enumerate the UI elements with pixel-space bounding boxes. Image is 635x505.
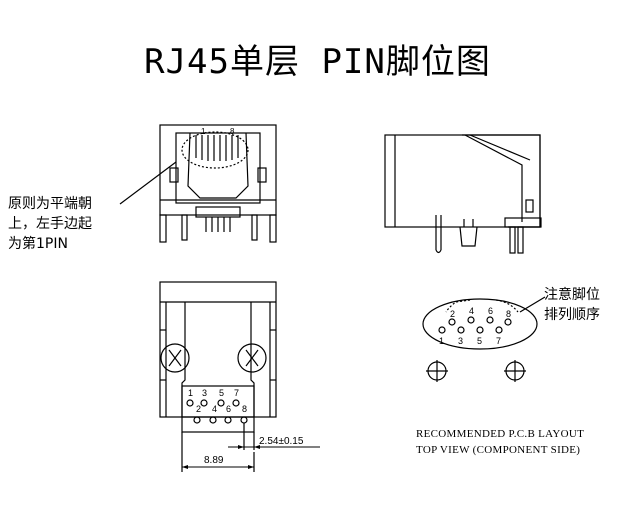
side-view <box>384 134 542 254</box>
bv-top-1: 1 <box>188 388 193 398</box>
pcb-bottom-3: 3 <box>458 336 463 346</box>
pin1-rule-note: 原则为平端朝 上，左手边起 为第1PIN <box>8 196 92 252</box>
pin-order-note: 注意脚位 排列顺序 <box>544 287 600 323</box>
front-pin8-label: 8 <box>230 127 235 136</box>
bv-top-5: 5 <box>219 388 224 398</box>
dim-width-label: 8.89 <box>204 455 224 466</box>
pcb-top-6: 6 <box>488 306 493 316</box>
pcb-layout: 2 4 6 8 1 3 5 7 <box>422 296 546 382</box>
pcb-top-2: 2 <box>450 309 455 319</box>
pcb-top-8: 8 <box>506 309 511 319</box>
bv-top-3: 3 <box>202 388 207 398</box>
bv-top-7: 7 <box>234 388 239 398</box>
pcb-caption: RECOMMENDED P.C.B LAYOUT TOP VIEW (COMPO… <box>416 428 585 456</box>
pcb-bottom-1: 1 <box>439 336 444 346</box>
bottom-view: 1 3 5 7 2 4 6 8 2.54±0.15 8.89 <box>159 281 320 472</box>
bv-bottom-2: 2 <box>196 404 201 414</box>
pcb-bottom-7: 7 <box>496 336 501 346</box>
front-view: 1 8 <box>119 124 277 243</box>
bv-bottom-4: 4 <box>212 404 217 414</box>
pcb-top-4: 4 <box>469 306 474 316</box>
bv-bottom-8: 8 <box>242 404 247 414</box>
dim-pitch-label: 2.54±0.15 <box>259 436 304 447</box>
page-title: RJ45单层 PIN脚位图 <box>144 42 491 82</box>
pcb-bottom-5: 5 <box>477 336 482 346</box>
front-pin1-label: 1 <box>201 127 206 136</box>
bv-bottom-6: 6 <box>226 404 231 414</box>
